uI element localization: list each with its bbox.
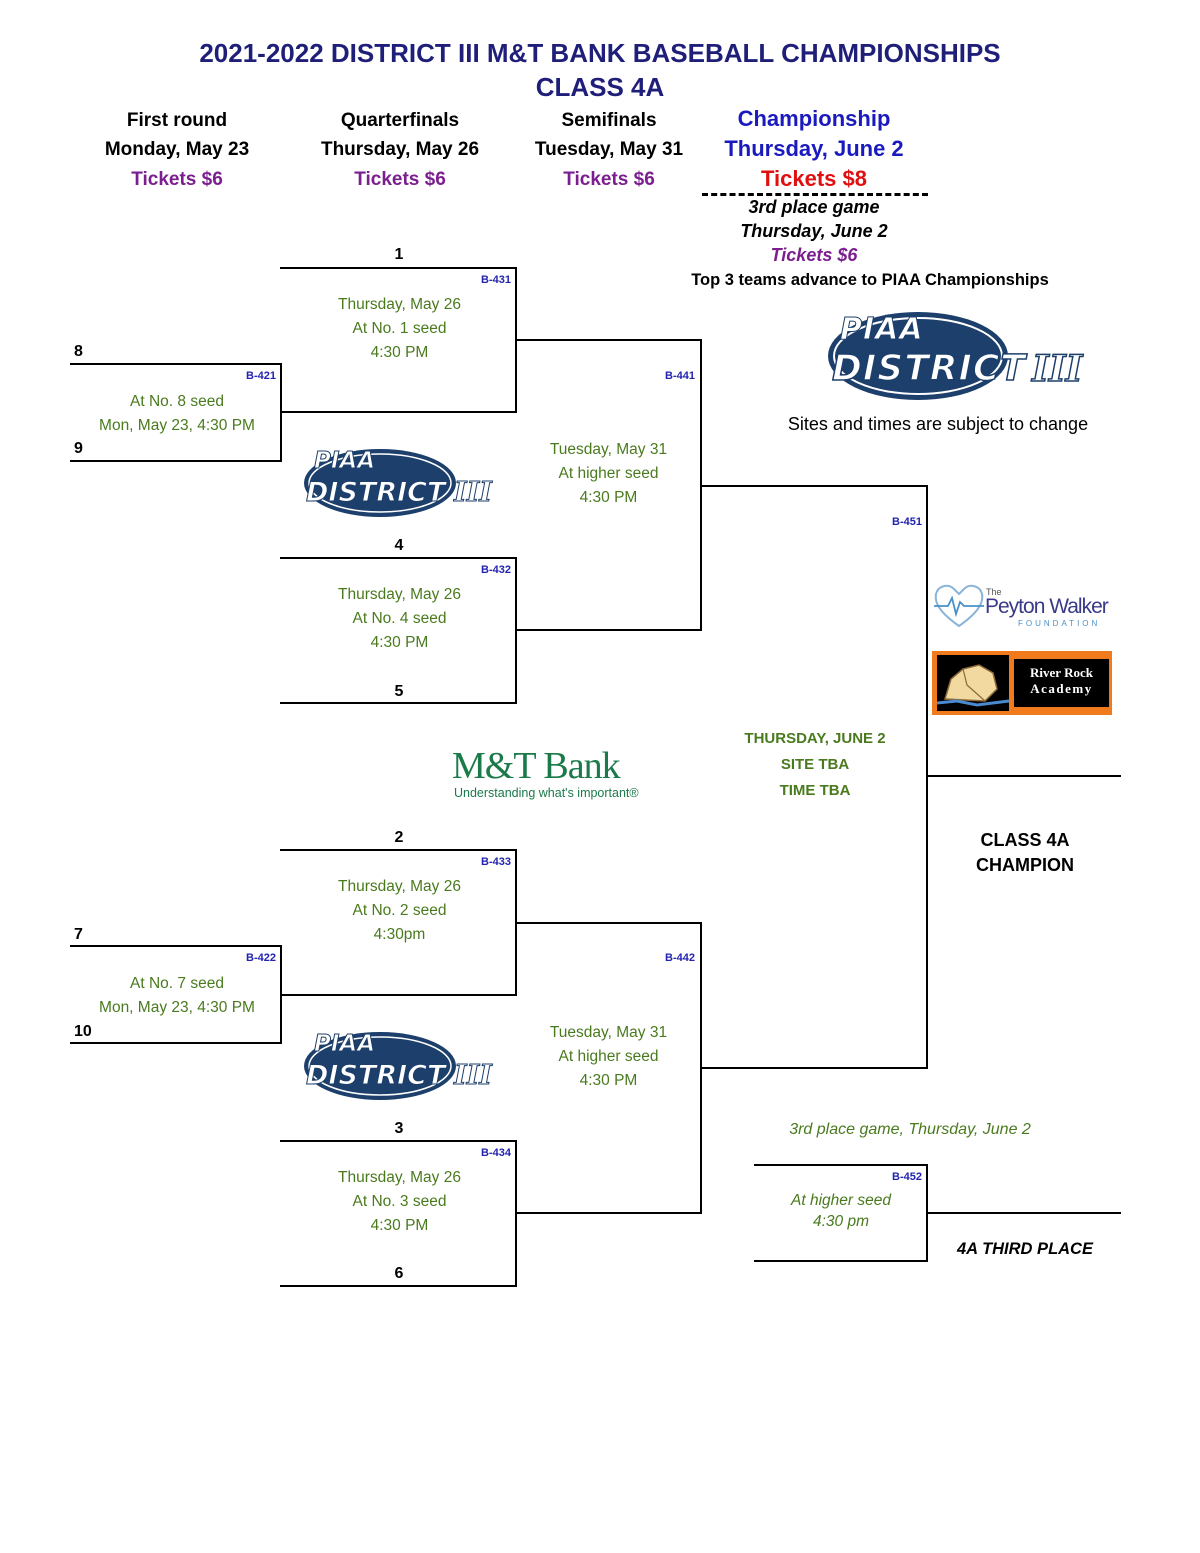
round-championship-name: Championship [737,106,891,131]
piaa-district-logo-large: PIAA DISTRICT III [826,308,1096,404]
third-place-game-note: 3rd place game, Thursday, June 2 [789,1121,1031,1138]
seed-6: 6 [394,1265,404,1282]
round-quarter-tickets: Tickets $6 [354,169,446,190]
round-first-tickets: Tickets $6 [131,169,223,190]
game-b434-info: Thursday, May 26 At No. 3 seed 4:30 PM [338,1169,461,1234]
bracket-line [700,485,928,487]
seed-8: 8 [74,343,83,360]
heart-pulse-icon [934,584,984,628]
bracket-line [926,485,928,1069]
seed-5: 5 [394,683,404,700]
game-b432-info: Thursday, May 26 At No. 4 seed 4:30 PM [338,586,461,651]
seed-4: 4 [394,537,404,554]
rock-icon [936,664,1010,707]
page-subtitle: CLASS 4A [535,72,665,102]
third-place-label: 4A THIRD PLACE [957,1240,1093,1258]
game-id-b431: B-431 [481,274,511,286]
game-id-b432: B-432 [481,564,511,576]
game-id-b434: B-434 [481,1147,511,1159]
round-semi-tickets: Tickets $6 [563,169,655,190]
third-place-header-date: Thursday, June 2 [740,221,888,241]
piaa-district-logo-small: PIAA DISTRICT III [302,446,502,520]
bracket-line [280,994,517,996]
round-championship-tickets: Tickets $8 [760,166,867,191]
game-id-b422: B-422 [246,952,276,964]
page-title: 2021-2022 DISTRICT III M&T BANK BASEBALL… [199,38,1001,68]
bracket-line [515,339,702,341]
game-b422-info: At No. 7 seed Mon, May 23, 4:30 PM [99,975,255,1016]
seed-7: 7 [74,926,83,943]
bracket-line [280,702,517,704]
champion-label: CLASS 4A CHAMPION [976,830,1074,875]
bracket-line [280,1285,517,1287]
bracket-line [515,922,702,924]
game-id-b442: B-442 [665,952,695,964]
bracket-line [754,1260,928,1262]
subject-to-change-note: Sites and times are subject to change [787,414,1089,434]
third-place-line [926,1212,1121,1214]
bracket-line [515,629,702,631]
champion-line [926,775,1121,777]
bracket-line [280,267,517,269]
piaa-district-logo-small: PIAA DISTRICT III [302,1029,502,1103]
game-id-b441: B-441 [665,370,695,382]
third-place-header-title: 3rd place game [748,197,880,217]
bracket-line [70,945,282,947]
seed-3: 3 [394,1120,404,1137]
seed-1: 1 [394,246,404,263]
game-id-b433: B-433 [481,856,511,868]
bracket-line [754,1164,928,1166]
bracket-line [280,1140,517,1142]
third-place-header-tickets: Tickets $6 [770,245,858,265]
river-rock-academy-logo: River Rock Academy [932,651,1112,715]
game-b421-info: At No. 8 seed Mon, May 23, 4:30 PM [99,393,255,434]
game-id-b451: B-451 [892,516,922,528]
round-first-date: Monday, May 23 [104,139,250,160]
bracket-line [515,1212,702,1214]
dashed-divider [702,193,928,196]
bracket-line [280,557,517,559]
bracket-line [700,1067,928,1069]
advance-note: Top 3 teams advance to PIAA Championship… [691,271,1049,289]
bracket-line [70,1042,282,1044]
round-quarter-name: Quarterfinals [340,110,460,131]
seed-10: 10 [74,1023,92,1040]
round-semi-date: Tuesday, May 31 [534,139,684,160]
game-b452-info: At higher seed 4:30 pm [791,1192,891,1230]
bracket-line [70,460,282,462]
round-championship-date: Thursday, June 2 [724,136,904,161]
game-id-b421: B-421 [246,370,276,382]
game-b441-info: Tuesday, May 31 At higher seed 4:30 PM [549,441,668,506]
bracket-line [280,411,517,413]
bracket-line [280,849,517,851]
game-b433-info: Thursday, May 26 At No. 2 seed 4:30pm [338,878,461,943]
round-first-name: First round [126,110,228,131]
round-quarter-date: Thursday, May 26 [320,139,480,160]
seed-2: 2 [394,829,404,846]
peyton-walker-foundation-logo: The Peyton Walker FOUNDATION [932,580,1122,632]
game-id-b452: B-452 [892,1171,922,1183]
bracket-line [70,363,282,365]
seed-9: 9 [74,440,83,457]
round-semi-name: Semifinals [561,110,657,131]
game-b451-info: THURSDAY, JUNE 2 SITE TBA TIME TBA [744,730,886,799]
mt-bank-logo: M&T Bank Understanding what's important® [452,745,639,800]
game-b431-info: Thursday, May 26 At No. 1 seed 4:30 PM [338,296,461,361]
game-b442-info: Tuesday, May 31 At higher seed 4:30 PM [549,1024,668,1089]
